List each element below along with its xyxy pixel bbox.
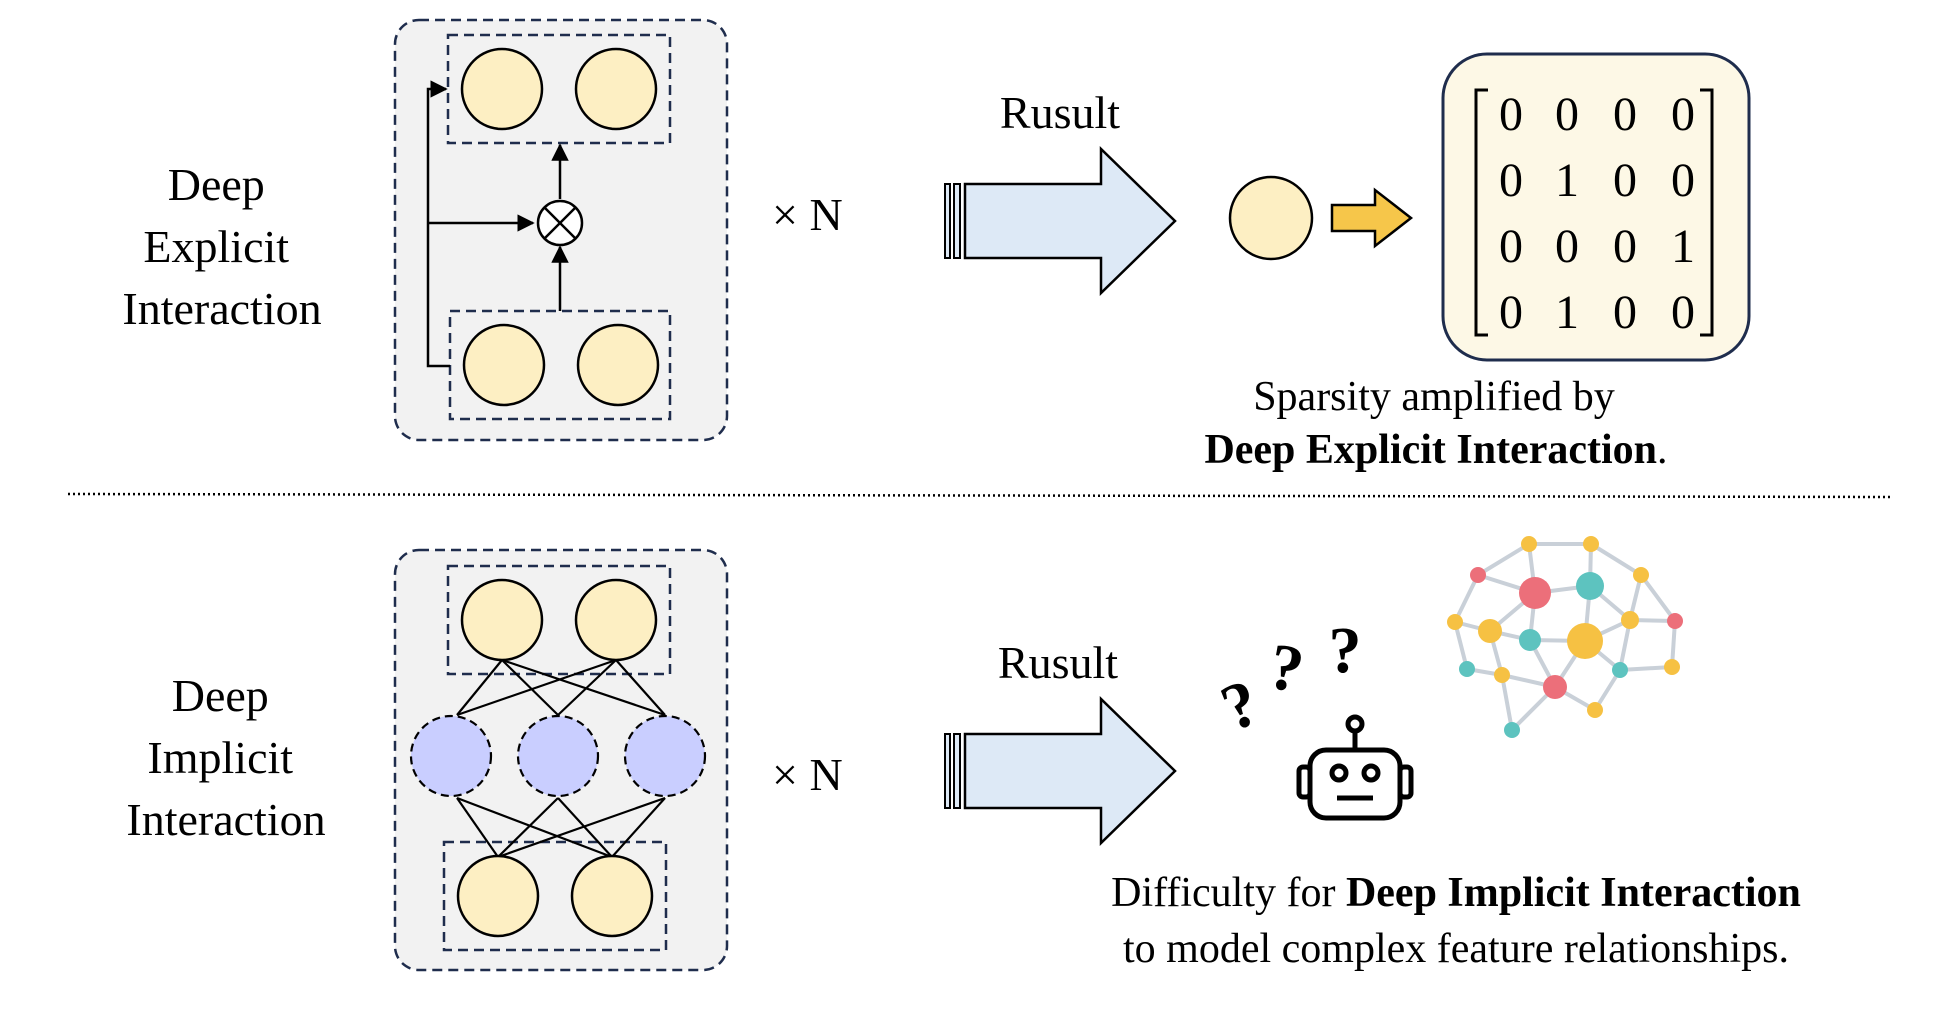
matrix-cell: 0: [1671, 154, 1695, 207]
explicit-output-node: [460, 47, 544, 131]
implicit-block: [393, 548, 729, 972]
explicit-label: Deep Explicit Interaction: [122, 159, 321, 334]
cross-product-icon: [536, 199, 584, 247]
explicit-caption-line-2: Deep Explicit Interaction.: [1204, 427, 1667, 473]
matrix-cell: 0: [1613, 88, 1637, 141]
hidden-node: [623, 714, 707, 798]
implicit-label-line-3: Interaction: [126, 794, 325, 845]
sparse-matrix: 0 0 0 0 0 1 0 0 0 0 0 1 0 1 0 0: [1441, 52, 1751, 362]
matrix-cell: 0: [1613, 286, 1637, 339]
explicit-input-node: [462, 323, 546, 407]
implicit-caption-prefix: Difficulty for: [1111, 870, 1346, 916]
implicit-label-line-2: Implicit: [147, 732, 293, 783]
implicit-caption-line-2: to model complex feature relationships.: [1123, 926, 1789, 972]
implicit-output-node: [460, 578, 544, 662]
implicit-input-node: [456, 854, 540, 938]
matrix-left-bracket: [1474, 88, 1488, 337]
implicit-label: Deep Implicit Interaction: [126, 670, 325, 845]
implicit-input-group: [442, 840, 668, 952]
implicit-times-n: × N: [772, 749, 843, 800]
implicit-output-node: [574, 578, 658, 662]
explicit-caption-line-1: Sparsity amplified by: [1253, 374, 1615, 420]
explicit-label-line-3: Interaction: [122, 283, 321, 334]
question-mark-1: ?: [1211, 665, 1269, 745]
matrix-cell: 1: [1555, 286, 1579, 339]
section-divider: [67, 492, 1894, 499]
mlp-edges: [456, 658, 666, 859]
matrix-cell: 1: [1671, 220, 1695, 273]
explicit-output-node: [574, 47, 658, 131]
matrix-cell: 1: [1555, 154, 1579, 207]
hidden-node: [409, 714, 493, 798]
explicit-times-n: × N: [772, 189, 843, 240]
matrix-right-bracket: [1700, 88, 1714, 337]
implicit-result-label: Rusult: [998, 637, 1118, 688]
matrix-cell: 0: [1499, 154, 1523, 207]
yellow-arrow-icon: [1330, 187, 1414, 249]
matrix-cell: 0: [1613, 154, 1637, 207]
explicit-result-arrow: [944, 146, 1177, 296]
implicit-output-group: [446, 564, 672, 676]
implicit-caption-line-1: Difficulty for Deep Implicit Interaction: [1111, 870, 1801, 916]
explicit-caption-period: .: [1657, 427, 1668, 473]
matrix-cells: 0 0 0 0 0 1 0 0 0 0 0 1 0 1 0 0: [1499, 88, 1695, 339]
explicit-result-node: [1228, 175, 1314, 261]
explicit-label-line-1: Deep: [168, 159, 265, 210]
explicit-input-node: [576, 323, 660, 407]
matrix-cell: 0: [1499, 220, 1523, 273]
matrix-cell: 0: [1613, 220, 1637, 273]
robot-icon: [1296, 714, 1414, 821]
implicit-label-line-1: Deep: [172, 670, 269, 721]
matrix-cell: 0: [1671, 286, 1695, 339]
explicit-block: [393, 18, 729, 442]
confused-robot: ? ? ?: [1211, 614, 1414, 821]
residual-connection: [426, 80, 450, 368]
matrix-cell: 0: [1499, 88, 1523, 141]
implicit-input-node: [570, 854, 654, 938]
explicit-caption-bold: Deep Explicit Interaction: [1204, 427, 1657, 473]
explicit-label-line-2: Explicit: [143, 221, 289, 272]
explicit-section: Deep Explicit Interaction × N Rusult: [122, 18, 1751, 473]
matrix-cell: 0: [1671, 88, 1695, 141]
question-mark-2: ?: [1264, 630, 1309, 708]
explicit-output-group: [446, 33, 672, 145]
question-mark-3: ?: [1329, 614, 1362, 687]
matrix-cell: 0: [1555, 88, 1579, 141]
explicit-result-label: Rusult: [1000, 87, 1120, 138]
matrix-cell: 0: [1555, 220, 1579, 273]
implicit-section: Deep Implicit Interaction × N Rusult: [126, 536, 1801, 972]
implicit-result-arrow: [944, 696, 1177, 846]
matrix-cell: 0: [1499, 286, 1523, 339]
implicit-caption-bold: Deep Implicit Interaction: [1346, 870, 1801, 916]
brain-network-icon: [1447, 536, 1683, 738]
hidden-node: [516, 714, 600, 798]
matrix-box: [1441, 52, 1751, 362]
